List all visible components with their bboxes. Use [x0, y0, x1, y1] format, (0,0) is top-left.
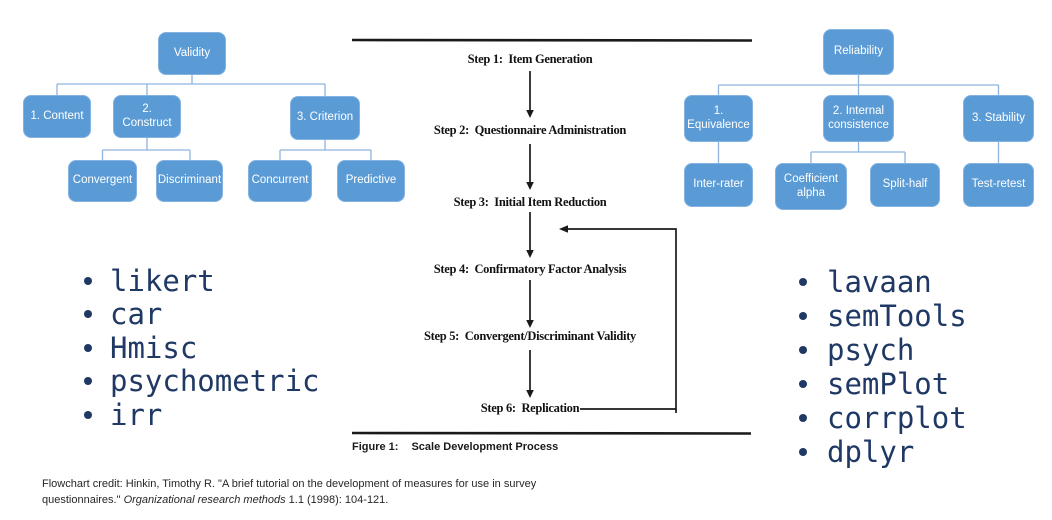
list-item: irr [84, 398, 320, 432]
validity-predictive-box: Predictive [337, 160, 405, 202]
list-item: corrplot [799, 401, 967, 435]
reliability-tree-connectors [717, 75, 1000, 163]
package-name: semTools [827, 299, 967, 333]
r-packages-list-right: lavaan semTools psych semPlot corrplot d… [799, 265, 967, 469]
list-item: likert [84, 264, 320, 298]
bullet-icon [799, 414, 807, 422]
reliability-stability-box: 3. Stability [963, 95, 1034, 142]
package-name: semPlot [827, 367, 950, 401]
bullet-icon [799, 346, 807, 354]
figure-caption: Figure 1: Scale Development Process [352, 441, 558, 453]
flowchart-step-3: Step 3: Initial Item Reduction [453, 195, 607, 209]
list-item: car [84, 297, 320, 332]
validity-convergent-box: Convergent [68, 160, 137, 202]
validity-concurrent-box: Concurrent [248, 160, 312, 202]
reliability-coefficient-alpha-box: Coefficient alpha [775, 163, 847, 210]
flowchart-step-6: Step 6: Replication [480, 401, 580, 415]
credit-part1: Flowchart credit: Hinkin, Timothy R. "A … [42, 478, 537, 506]
validity-root-box: Validity [158, 32, 226, 75]
bullet-icon [84, 276, 92, 285]
flowchart-step-2: Step 2: Questionnaire Administration [433, 123, 627, 137]
validity-discriminant-box: Discriminant [156, 160, 223, 202]
package-name: corrplot [827, 401, 967, 435]
package-name: car [110, 297, 163, 332]
bullet-icon [84, 310, 92, 319]
reliability-root-box: Reliability [823, 29, 894, 75]
flowchart-step-4: Step 4: Confirmatory Factor Analysis [433, 262, 627, 276]
list-item: semTools [799, 299, 967, 333]
reliability-test-retest-box: Test-retest [963, 163, 1034, 207]
bullet-icon [84, 410, 92, 419]
bullet-icon [84, 377, 92, 386]
bullet-icon [799, 312, 807, 320]
flowchart-arrows [526, 71, 677, 413]
package-name: psychometric [110, 364, 320, 399]
validity-construct-box: 2. Construct [113, 95, 181, 138]
package-name: likert [110, 263, 215, 298]
figure-caption-title: Scale Development Process [411, 441, 559, 453]
package-name: psych [827, 333, 915, 367]
package-name: Hmisc [110, 330, 198, 365]
r-packages-list-left: likert car Hmisc psychometric irr [84, 264, 320, 432]
list-item: semPlot [799, 367, 967, 401]
flowchart-rules [351, 38, 753, 435]
validity-criterion-box: 3. Criterion [290, 96, 360, 140]
validity-content-box: 1. Content [23, 95, 91, 138]
bullet-icon [799, 380, 807, 388]
bullet-icon [799, 278, 807, 286]
validity-tree-connectors [56, 75, 372, 160]
flowchart-step-1: Step 1: Item Generation [467, 52, 593, 66]
package-name: dplyr [827, 435, 915, 469]
bullet-icon [799, 448, 807, 456]
figure-caption-prefix: Figure 1: [352, 441, 399, 453]
bullet-icon [84, 343, 92, 352]
package-name: irr [110, 397, 163, 432]
reliability-internal-consistence-box: 2. Internal consistence [823, 95, 894, 142]
flowchart-credit-text: Flowchart credit: Hinkin, Timothy R. "A … [42, 477, 594, 509]
credit-part2: 1.1 (1998): 104-121. [285, 493, 389, 506]
package-name: lavaan [827, 265, 932, 299]
list-item: psych [799, 333, 967, 367]
reliability-split-half-box: Split-half [870, 163, 940, 207]
list-item: dplyr [799, 435, 967, 469]
list-item: psychometric [84, 364, 320, 399]
flowchart-step-5: Step 5: Convergent/Discriminant Validity [423, 329, 637, 343]
reliability-equivalence-box: 1. Equivalence [684, 95, 753, 142]
list-item: lavaan [799, 265, 967, 299]
credit-journal-italic: Organizational research methods [123, 493, 286, 506]
list-item: Hmisc [84, 331, 320, 365]
reliability-inter-rater-box: Inter-rater [684, 163, 753, 207]
